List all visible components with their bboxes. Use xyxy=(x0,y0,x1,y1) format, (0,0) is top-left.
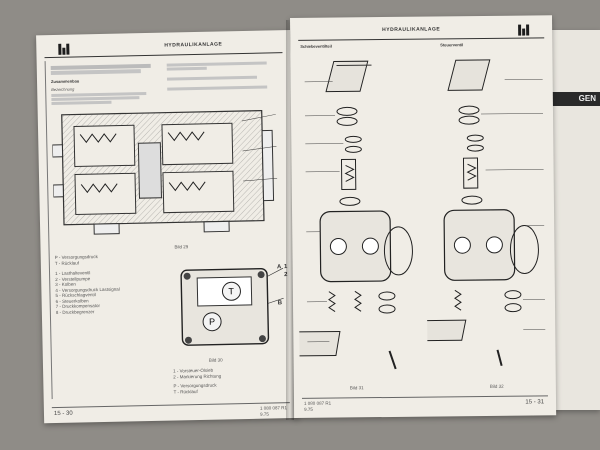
legend-item: T - Rücklauf xyxy=(54,259,80,266)
doc-ref: 1 080 087 R1 xyxy=(259,405,287,411)
svg-text:P: P xyxy=(209,317,215,327)
right-page-header: HYDRAULIKANLAGE xyxy=(298,23,545,41)
exploded-view-drawing-1 xyxy=(296,60,413,370)
left-page: HYDRAULIKANLAGE Zusammenbau Bezeichnung xyxy=(36,30,299,424)
book-spine-shadow xyxy=(286,20,294,420)
left-fig-caption-1: Bild 29 xyxy=(174,244,189,250)
right-page-title: HYDRAULIKANLAGE xyxy=(382,26,441,34)
left-page-header: HYDRAULIKANLAGE xyxy=(44,38,283,59)
legend-item: 8 - Druckbegrenzer xyxy=(55,308,95,315)
left-fig-caption-2: Bild 30 xyxy=(208,357,223,363)
right-doc-ref: 1 080 087 R1 9.75 xyxy=(304,401,331,412)
left-intro-sub: Bezeichnung xyxy=(51,86,75,93)
left-right-column-text xyxy=(166,60,278,91)
right-fig-caption-1: Bild 31 xyxy=(349,385,364,391)
doc-ref-date: 9.75 xyxy=(304,406,313,412)
valve-cross-section-drawing xyxy=(51,109,278,235)
left-intro-text xyxy=(50,63,161,76)
right-sub-left: Schiebeventilteil xyxy=(300,43,332,49)
right-sub-right: Steuerventil xyxy=(440,42,464,48)
right-fig-caption-2: Bild 32 xyxy=(489,383,504,389)
right-page-number: 15 - 31 xyxy=(525,399,545,406)
right-page: HYDRAULIKANLAGE Schiebeventilteil Steuer… xyxy=(290,15,557,418)
doc-ref-date: 9.75 xyxy=(259,411,269,417)
valve-top-view-drawing: T P xyxy=(180,267,284,346)
legend-item: 2 - Markierung Richtung xyxy=(173,373,222,380)
ih-logo-icon xyxy=(58,43,70,55)
svg-text:T: T xyxy=(228,286,234,296)
left-legend-bottom: 1 - Vorsteuer-Ölsieb 2 - Markierung Rich… xyxy=(173,368,222,395)
doc-ref: 1 080 087 R1 xyxy=(304,400,332,406)
ih-logo-icon xyxy=(518,24,530,36)
right-footer-rule xyxy=(301,395,548,399)
left-footer-rule xyxy=(51,402,290,409)
callout-b: B xyxy=(277,300,283,307)
left-page-number: 15 - 30 xyxy=(53,410,73,418)
left-legend-top: P - Versorgungsdruck T - Rücklauf xyxy=(55,254,98,266)
legend-item: T - Rücklauf xyxy=(173,388,198,395)
exploded-view-drawing-2 xyxy=(424,59,546,367)
left-doc-ref: 1 080 087 R1 9.75 xyxy=(260,405,287,417)
left-legend-list: 1 - Lasthalteventil 2 - Verstellpumpe 3 … xyxy=(55,270,120,315)
callout-a: A xyxy=(276,264,282,271)
left-intro-heading: Zusammenbau xyxy=(50,78,80,85)
left-page-title: HYDRAULIKANLAGE xyxy=(164,41,223,49)
